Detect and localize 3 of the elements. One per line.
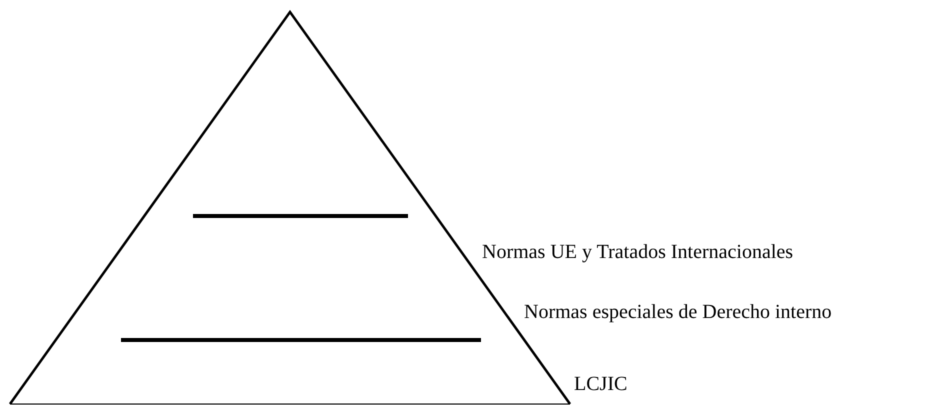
level-label: LCJIC [574,372,628,396]
level-label: Normas especiales de Derecho interno [524,300,832,324]
level-label: Normas UE y Tratados Internacionales [482,240,794,264]
